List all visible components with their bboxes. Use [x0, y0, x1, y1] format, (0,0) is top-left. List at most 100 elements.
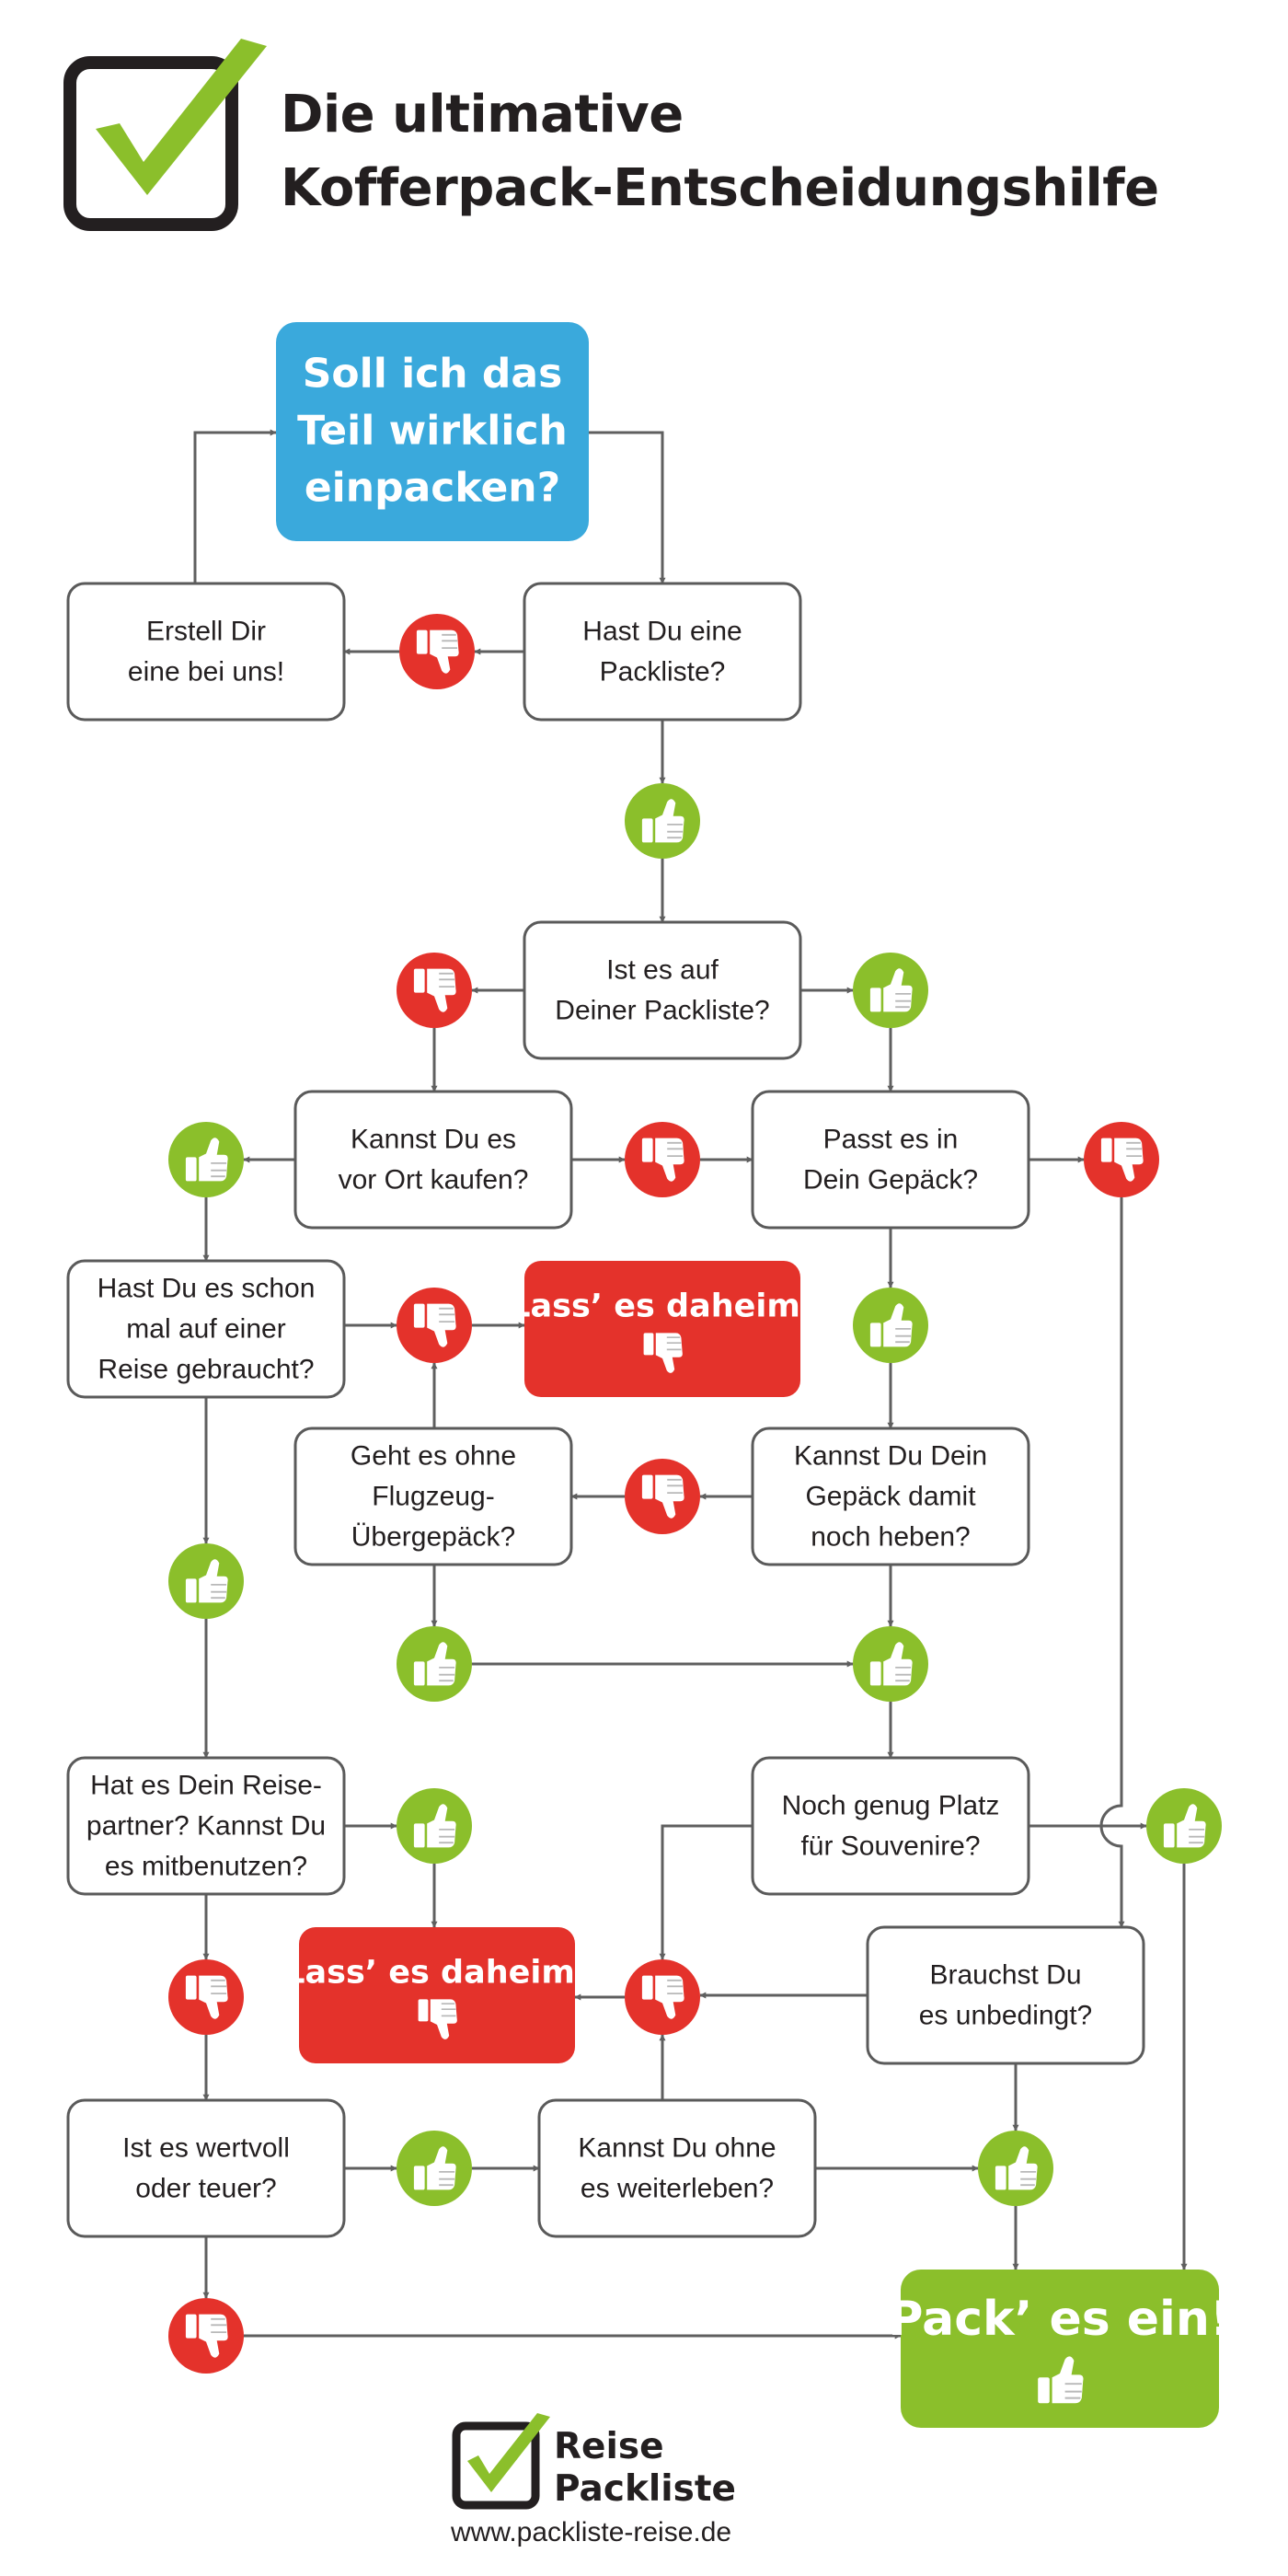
node-partner-text-line-2: partner? Kannst Du — [86, 1811, 326, 1842]
thumbs-up-icon — [413, 1804, 456, 1848]
node-used-before-text-line-3: Reise gebraucht? — [98, 1355, 314, 1385]
node-has-list-text-line-1: Hast Du eine — [582, 617, 742, 647]
node-need-it-text-line-1: Brauchst Du — [929, 1960, 1081, 1991]
answer-no-r3 — [625, 1122, 700, 1197]
thumbs-up-icon — [185, 1138, 228, 1182]
thumbs-up-icon — [1038, 2356, 1084, 2404]
node-create-list-text-line-2: eine bei uns! — [128, 657, 284, 687]
thumbs-down-icon — [1100, 1138, 1144, 1182]
answer-yes-g5 — [168, 1543, 244, 1619]
answer-no-r7 — [168, 1959, 244, 2035]
answer-yes-g10 — [397, 2131, 472, 2206]
answer-no-r4 — [1084, 1122, 1159, 1197]
node-need-it: Brauchst Du es unbedingt? — [866, 1925, 1145, 2065]
node-leave-2: Lass’ es daheim! — [284, 1927, 590, 2063]
answer-no-r9 — [168, 2298, 244, 2374]
edge-souvenir-to-r8 — [659, 1824, 753, 1960]
thumbs-up-icon — [869, 1642, 913, 1686]
answer-yes-g11 — [978, 2131, 1053, 2206]
node-no-excess-text-line-2: Flugzeug- — [372, 1482, 494, 1512]
node-leave-1-text-line-1: Lass’ es daheim! — [510, 1288, 815, 1325]
node-buy-there-text-line-2: vor Ort kaufen? — [339, 1165, 529, 1196]
node-has-list-text-line-2: Packliste? — [600, 657, 726, 687]
thumbs-down-icon — [416, 630, 459, 674]
node-live-without-text-line-2: es weiterleben? — [581, 2174, 774, 2204]
answer-yes-g7 — [853, 1626, 928, 1702]
thumbs-up-icon — [641, 799, 684, 843]
answer-yes-g8 — [397, 1788, 472, 1864]
thumbs-down-icon — [418, 1999, 457, 2039]
brand-name-line-2: Packliste — [554, 2468, 736, 2510]
thumbs-up-icon — [995, 2146, 1038, 2190]
answer-yes-g4 — [853, 1288, 928, 1363]
answer-no-r8 — [625, 1959, 700, 2035]
brand-name-line-1: Reise — [554, 2426, 664, 2467]
answer-no-r2 — [397, 953, 472, 1028]
page-title-line-2: Kofferpack-Entscheidungshilfe — [281, 158, 1159, 218]
brand-website-link[interactable]: www.packliste-reise.de — [451, 2517, 732, 2547]
answer-no-r6 — [625, 1459, 700, 1534]
node-leave-2-text-line-1: Lass’ es daheim! — [284, 1955, 590, 1992]
thumbs-down-icon — [413, 1303, 456, 1347]
node-can-lift-text-line-3: noch heben? — [811, 1522, 971, 1553]
node-valuable: Ist es wertvoll oder teuer? — [66, 2098, 346, 2238]
brand-name: Reise Packliste — [554, 2426, 736, 2511]
edge-create-list-to-start — [193, 429, 277, 583]
node-fits: Passt es in Dein Gepäck? — [751, 1090, 1030, 1230]
node-valuable-text-line-1: Ist es wertvoll — [122, 2133, 290, 2164]
node-valuable-text-line-2: oder teuer? — [135, 2174, 276, 2204]
answer-yes-g2 — [853, 953, 928, 1028]
page-title-line-1: Die ultimative — [281, 85, 684, 144]
thumbs-down-icon — [413, 968, 456, 1012]
node-no-excess-text-line-3: Übergepäck? — [351, 1522, 515, 1553]
node-need-it-text-line-2: es unbedingt? — [919, 2001, 1093, 2031]
answer-no-r5 — [397, 1288, 472, 1363]
edge-r4-to-need-it — [1099, 1197, 1125, 1928]
node-start-text-line-3: einpacken? — [305, 465, 560, 512]
answer-yes-g6 — [397, 1626, 472, 1702]
node-pack-it: Pack’ es ein! — [888, 2270, 1232, 2428]
node-fits-text-line-2: Dein Gepäck? — [803, 1165, 978, 1196]
thumbs-up-icon — [413, 2146, 456, 2190]
node-can-lift-text-line-1: Kannst Du Dein — [794, 1441, 987, 1472]
thumbs-up-icon — [869, 1303, 913, 1347]
thumbs-down-icon — [641, 1474, 684, 1519]
node-start-text-line-2: Teil wirklich — [297, 408, 568, 455]
node-create-list-text-line-1: Erstell Dir — [146, 617, 266, 647]
node-can-lift-text-line-2: Gepäck damit — [805, 1482, 976, 1512]
thumbs-down-icon — [185, 1975, 228, 2019]
node-on-list-text-line-2: Deiner Packliste? — [555, 996, 769, 1026]
thumbs-down-icon — [185, 2314, 228, 2358]
answer-yes-g1 — [625, 783, 700, 859]
node-create-list: Erstell Dir eine bei uns! — [66, 582, 346, 722]
answer-yes-g3 — [168, 1122, 244, 1197]
node-used-before-text-line-2: mal auf einer — [126, 1314, 285, 1345]
page-title: Die ultimative Kofferpack-Entscheidungsh… — [281, 78, 1159, 225]
answer-no-r1 — [399, 614, 475, 689]
thumbs-up-icon — [869, 968, 913, 1012]
brand-checkmark-icon — [452, 2413, 550, 2510]
node-on-list-text-line-1: Ist es auf — [606, 955, 719, 986]
node-fits-text-line-1: Passt es in — [823, 1125, 959, 1155]
node-no-excess-text-line-1: Geht es ohne — [351, 1441, 516, 1472]
node-pack-it-text-line-1: Pack’ es ein! — [888, 2292, 1231, 2347]
node-souvenir-text-line-1: Noch genug Platz — [782, 1791, 1000, 1821]
node-used-before-text-line-1: Hast Du es schon — [98, 1274, 316, 1304]
thumbs-up-icon — [413, 1642, 456, 1686]
thumbs-up-icon — [1163, 1804, 1206, 1848]
checkmark-logo-icon — [63, 39, 267, 231]
thumbs-down-icon — [643, 1333, 683, 1373]
node-start-text-line-1: Soll ich das — [303, 351, 563, 398]
node-partner-text-line-1: Hat es Dein Reise- — [90, 1771, 322, 1801]
thumbs-down-icon — [641, 1138, 684, 1182]
